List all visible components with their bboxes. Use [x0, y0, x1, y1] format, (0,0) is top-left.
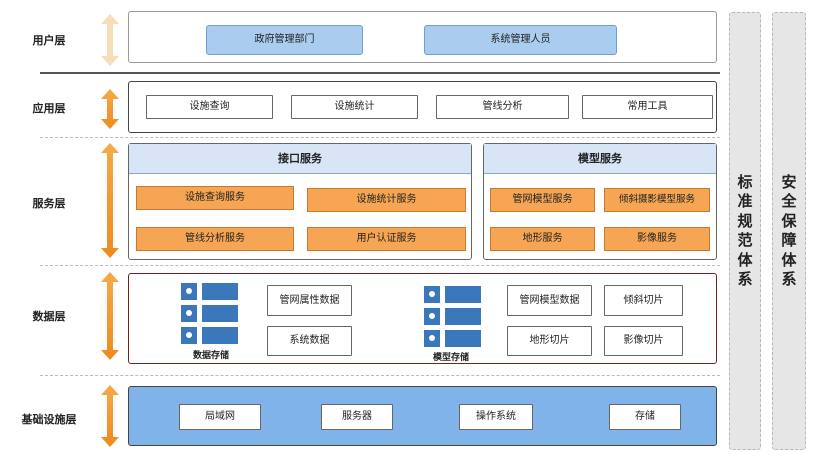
- service-item: 管网模型服务: [490, 188, 595, 212]
- data-item: 地形切片: [507, 326, 592, 356]
- standard-char: 范: [737, 231, 753, 249]
- standard-char: 体: [737, 250, 753, 269]
- service-item: 地形服务: [490, 227, 595, 251]
- service-item: 影像服务: [604, 227, 710, 251]
- model-service-panel: 模型服务 管网模型服务 倾斜摄影模型服务 地形服务 影像服务: [483, 143, 717, 260]
- interface-service-title: 接口服务: [129, 144, 471, 174]
- data-item: 影像切片: [604, 326, 683, 356]
- data-item: 管网模型数据: [507, 285, 592, 316]
- security-char: 全: [781, 192, 797, 210]
- standard-char: 准: [737, 192, 753, 210]
- standard-char: 规: [737, 211, 753, 230]
- security-char: 体: [781, 250, 797, 269]
- user-item-admin: 系统管理人员: [424, 25, 617, 55]
- security-char: 系: [781, 270, 797, 288]
- model-service-title: 模型服务: [484, 144, 716, 174]
- security-char: 保: [781, 211, 797, 230]
- infra-item: 服务器: [321, 404, 393, 430]
- app-item-pipeline: 管线分析: [436, 95, 569, 119]
- double-arrow-icon: [101, 14, 119, 66]
- service-item: 设施统计服务: [307, 188, 466, 212]
- model-storage-caption: 模型存储: [432, 353, 469, 363]
- layer-label-infra: 基础设施层: [21, 413, 77, 426]
- double-arrow-icon: [101, 272, 119, 360]
- double-arrow-icon: [101, 385, 119, 447]
- infra-item: 操作系统: [459, 404, 533, 430]
- double-arrow-icon: [101, 143, 119, 258]
- service-item: 用户认证服务: [307, 227, 466, 251]
- app-item-tools: 常用工具: [582, 95, 713, 119]
- layer-separator: [40, 375, 720, 376]
- layer-separator: [40, 265, 720, 266]
- standard-char: 标: [737, 172, 753, 191]
- layer-label-data: 数据层: [32, 310, 66, 323]
- interface-service-panel: 接口服务 设施查询服务 设施统计服务 管线分析服务 用户认证服务: [128, 143, 472, 260]
- infra-layer-panel: 局域网 服务器 操作系统 存储: [128, 386, 717, 446]
- data-layer-panel: 数据存储 管网属性数据 系统数据 模型存储 管网模型数据 倾斜切片 地形切片 影…: [128, 273, 717, 364]
- layer-separator: [40, 72, 720, 74]
- layer-label-service: 服务层: [32, 197, 66, 210]
- user-layer-panel: 政府管理部门 系统管理人员: [128, 11, 717, 63]
- double-arrow-icon: [101, 89, 119, 129]
- security-char: 安: [781, 172, 797, 191]
- data-item: 管网属性数据: [267, 285, 352, 316]
- data-storage-caption: 数据存储: [192, 351, 229, 361]
- app-item-query: 设施查询: [146, 95, 273, 119]
- service-item: 设施查询服务: [136, 186, 294, 210]
- service-item: 管线分析服务: [136, 227, 294, 251]
- user-item-gov: 政府管理部门: [206, 25, 363, 55]
- service-item: 倾斜摄影模型服务: [604, 188, 710, 212]
- database-grid-icon: [181, 283, 239, 345]
- layer-label-app: 应用层: [32, 102, 66, 115]
- security-char: 障: [781, 231, 797, 249]
- standard-system-panel: 标 准 规 范 体 系: [729, 12, 761, 450]
- database-grid-icon: [424, 286, 482, 348]
- security-system-panel: 安 全 保 障 体 系: [772, 12, 806, 450]
- data-item: 系统数据: [267, 326, 352, 356]
- standard-char: 系: [737, 270, 753, 288]
- layer-separator: [40, 137, 720, 138]
- infra-item: 存储: [609, 404, 681, 430]
- layer-label-user: 用户层: [32, 34, 66, 47]
- app-layer-panel: 设施查询 设施统计 管线分析 常用工具: [128, 81, 717, 133]
- app-item-stats: 设施统计: [291, 95, 418, 119]
- data-item: 倾斜切片: [604, 285, 683, 316]
- infra-item: 局域网: [179, 404, 261, 430]
